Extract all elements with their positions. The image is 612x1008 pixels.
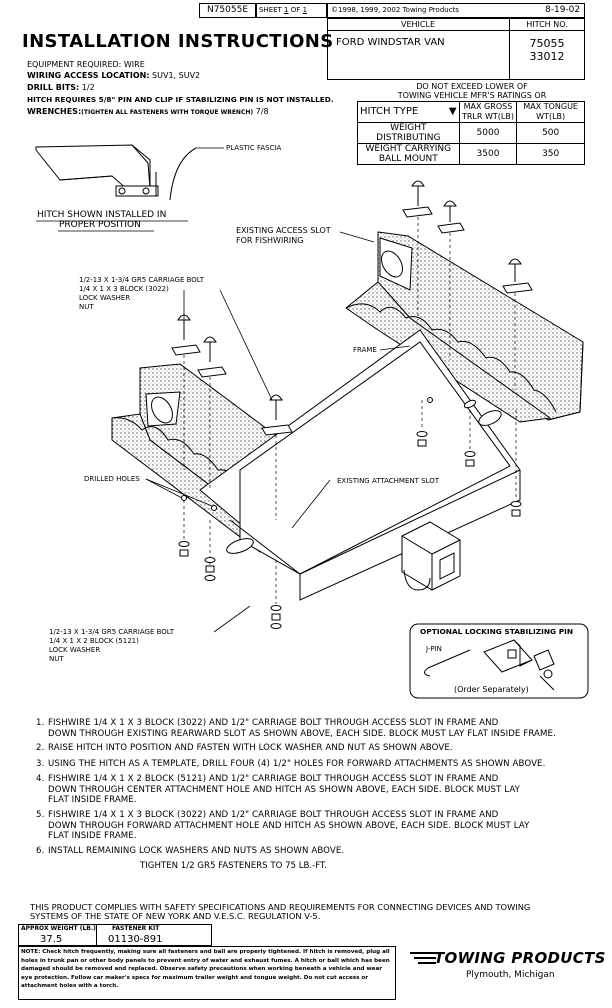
leader-lines bbox=[145, 231, 411, 633]
hitch-shown-label-1: HITCH SHOWN INSTALLED IN bbox=[37, 210, 167, 220]
safety-note-box bbox=[18, 946, 396, 1000]
right-frame-rail bbox=[345, 231, 584, 423]
bolt-stack-1 bbox=[402, 180, 433, 218]
bolt-top-label-1: 1/2-13 X 1-3/4 GR5 CARRIAGE BOLT bbox=[79, 276, 204, 284]
step-2: 2.RAISE HITCH INTO POSITION AND FASTEN W… bbox=[36, 743, 453, 753]
hitch-number-alt: 33012 bbox=[529, 50, 565, 63]
step-6: 6.INSTALL REMAINING LOCK WASHERS AND NUT… bbox=[36, 846, 345, 856]
bolt-stack-5 bbox=[197, 336, 227, 378]
vehicle-name: FORD WINDSTAR VAN bbox=[336, 37, 445, 48]
weight-value: 37.5 bbox=[40, 934, 63, 945]
sheet-info: SHEET 1 OF 1 bbox=[259, 6, 308, 14]
step-4: 4.FISHWIRE 1/4 X 1 X 2 BLOCK (5121) AND … bbox=[36, 774, 521, 805]
weight-label: APPROX WEIGHT (LB.) bbox=[21, 925, 96, 932]
compliance-line-2: SYSTEMS OF THE STATE OF NEW YORK AND V.E… bbox=[30, 911, 321, 921]
drilled-holes-label: DRILLED HOLES bbox=[84, 475, 140, 483]
hitch-no-label: HITCH NO. bbox=[526, 20, 568, 29]
tongue-cell: 350 bbox=[516, 143, 585, 165]
hitch-number: 75055 bbox=[529, 37, 565, 50]
part-number-box bbox=[199, 3, 256, 18]
access-slot-label-2: FOR FISHWIRING bbox=[236, 236, 304, 245]
bolt-stack-4 bbox=[171, 314, 201, 356]
vehicle-table bbox=[327, 18, 585, 80]
pin-requirement: HITCH REQUIRES 5/8" PIN AND CLIP IF STAB… bbox=[27, 95, 334, 104]
bolt-top-label-4: NUT bbox=[79, 303, 94, 311]
nuts bbox=[178, 431, 522, 629]
kit-label: FASTENER KIT bbox=[112, 925, 160, 932]
bolt-bottom-label-4: NUT bbox=[49, 655, 64, 663]
step-3: 3.USING THE HITCH AS A TEMPLATE, DRILL F… bbox=[36, 759, 546, 769]
compliance-line-1: THIS PRODUCT COMPLIES WITH SAFETY SPECIF… bbox=[30, 902, 531, 912]
sort-triangle-icon: ▼ bbox=[448, 106, 457, 117]
stabilizing-pin-illustration bbox=[424, 639, 555, 691]
wiring-access: WIRING ACCESS LOCATION: SUV1, SUV2 bbox=[27, 71, 201, 80]
part-number: N75055E bbox=[206, 5, 249, 15]
access-slot-label-1: EXISTING ACCESS SLOT bbox=[236, 226, 331, 235]
vehicle-label: VEHICLE bbox=[401, 20, 435, 29]
page-title: INSTALLATION INSTRUCTIONS bbox=[22, 31, 334, 52]
attachment-slot-label: EXISTING ATTACHMENT SLOT bbox=[337, 477, 439, 485]
step-5: 5.FISHWIRE 1/4 X 1 X 3 BLOCK (3022) AND … bbox=[36, 810, 530, 841]
safety-note: NOTE: Check hitch frequently, making sur… bbox=[21, 949, 390, 990]
hitch-receiver bbox=[181, 329, 521, 601]
inset-hitch-position bbox=[35, 144, 224, 201]
torque-spec: TIGHTEN 1/2 GR5 FASTENERS TO 75 LB.-FT. bbox=[140, 861, 328, 871]
step-1: 1.FISHWIRE 1/4 X 1 X 3 BLOCK (3022) AND … bbox=[36, 718, 556, 739]
equipment-required: EQUIPMENT REQUIRED: WIRE bbox=[27, 60, 145, 69]
wrenches: WRENCHES:(TIGHTEN ALL FASTENERS WITH TOR… bbox=[27, 107, 269, 116]
plastic-fascia-label: PLASTIC FASCIA bbox=[226, 144, 282, 152]
bolt-stack-2 bbox=[437, 200, 465, 234]
bolt-bottom-label-1: 1/2-13 X 1-3/4 GR5 CARRIAGE BOLT bbox=[49, 628, 174, 636]
bolt-stack-6 bbox=[261, 394, 293, 436]
bolt-top-label-2: 1/4 X 1 X 3 BLOCK (3022) bbox=[79, 285, 169, 293]
j-pin-label: J-PIN bbox=[426, 645, 442, 653]
bolt-stack-3 bbox=[502, 258, 533, 294]
copyright-box bbox=[327, 3, 585, 18]
brand-logo: TOWING PRODUCTS bbox=[408, 946, 605, 972]
bolt-bottom-label-3: LOCK WASHER bbox=[49, 646, 101, 654]
towing-products-logo-icon bbox=[410, 952, 436, 964]
guide-lines bbox=[183, 217, 517, 604]
brand-location: Plymouth, Michigan bbox=[466, 970, 555, 980]
order-separately-label: (Order Separately) bbox=[454, 685, 529, 694]
sheet-box bbox=[256, 3, 327, 18]
frame-label: FRAME bbox=[353, 346, 377, 354]
ratings-caption-1: DO NOT EXCEED LOWER OF bbox=[416, 82, 528, 91]
table-row: WEIGHT DISTRIBUTING 5000 500 bbox=[357, 122, 585, 144]
weight-kit-box bbox=[18, 924, 212, 946]
drill-bits: DRILL BITS: 1/2 bbox=[27, 83, 95, 92]
brand-name: TOWING PRODUCTS bbox=[434, 949, 606, 967]
hitch-type-cell: WEIGHT DISTRIBUTING bbox=[357, 122, 460, 144]
hitch-type-header: HITCH TYPE bbox=[360, 106, 419, 117]
pin-box-title: OPTIONAL LOCKING STABILIZING PIN bbox=[420, 627, 574, 636]
hitch-shown-label-2: PROPER POSITION bbox=[59, 220, 141, 230]
bolt-bottom-label-2: 1/4 X 1 X 2 BLOCK (5121) bbox=[49, 637, 139, 645]
copyright: ©1998, 1999, 2002 Towing Products bbox=[331, 6, 459, 14]
kit-value: 01130-891 bbox=[108, 934, 163, 945]
bolt-top-label-3: LOCK WASHER bbox=[79, 294, 131, 302]
date: 8-19-02 bbox=[545, 5, 581, 15]
ratings-caption-2: TOWING VEHICLE MFR'S RATINGS OR bbox=[397, 91, 547, 100]
